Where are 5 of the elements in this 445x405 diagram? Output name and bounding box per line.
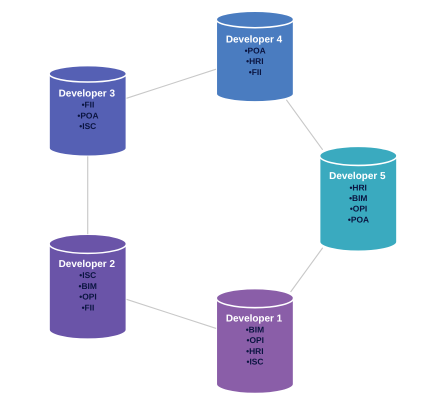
connector bbox=[290, 247, 323, 292]
connector bbox=[126, 298, 216, 329]
connector bbox=[126, 68, 216, 99]
connector bbox=[86, 156, 88, 234]
connector bbox=[285, 100, 323, 150]
